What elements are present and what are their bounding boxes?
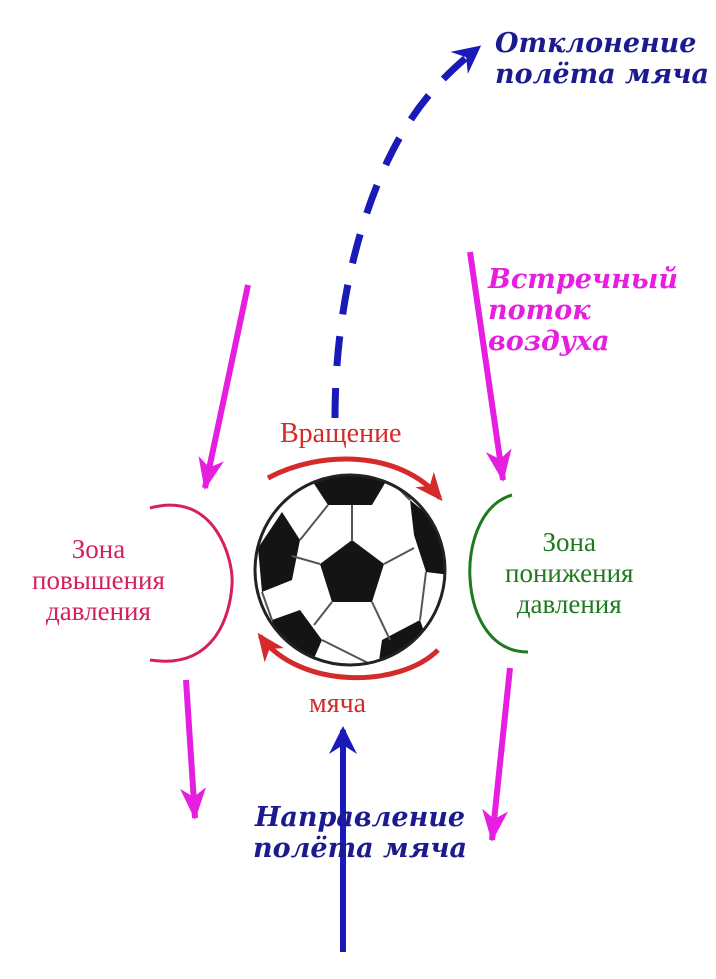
airflow-label-line2: поток: [488, 295, 591, 327]
low-pressure-label-line2: понижения: [505, 558, 634, 589]
deviation-label-line2: полёта мяча: [495, 59, 709, 91]
low-pressure-label-line1: Зона: [542, 527, 596, 557]
flight-direction-label: Направление полёта мяча: [253, 802, 467, 864]
airflow-right-bottom-arrow: [482, 667, 513, 842]
flight-direction-label-line2: полёта мяча: [253, 833, 467, 865]
deviation-label-line1: Отклонение: [495, 28, 697, 59]
airflow-left-bottom-arrow: [180, 679, 207, 820]
rotation-bottom-arrow: [257, 632, 440, 681]
flight-direction-label-line1: Направление: [254, 802, 466, 833]
soccer-ball-icon: [253, 473, 447, 667]
low-pressure-label-line3: давления: [516, 589, 622, 620]
airflow-left-top-arrow: [198, 284, 251, 490]
low-pressure-zone-bracket: [468, 493, 529, 654]
airflow-label-line3: воздуха: [488, 326, 610, 358]
airflow-right-top-arrow: [467, 251, 512, 482]
high-pressure-zone-bracket: [149, 503, 234, 663]
low-pressure-zone-label: Зона понижения давления: [505, 527, 633, 620]
airflow-label-line1: Встречный: [488, 264, 678, 295]
high-pressure-label-line1: Зона: [71, 534, 126, 564]
rotation-top-arrow: [266, 456, 443, 502]
high-pressure-label-line3: давления: [46, 596, 151, 627]
rotation-label-top: Вращение: [280, 418, 402, 449]
high-pressure-label-line2: повышения: [32, 565, 165, 596]
deviation-label: Отклонение полёта мяча: [495, 28, 709, 90]
rotation-label-bottom: мяча: [309, 688, 367, 719]
high-pressure-zone-label: Зона повышения давления: [32, 534, 165, 627]
deflection-trajectory-arrow: [331, 45, 482, 419]
airflow-label: Встречный поток воздуха: [488, 264, 678, 357]
